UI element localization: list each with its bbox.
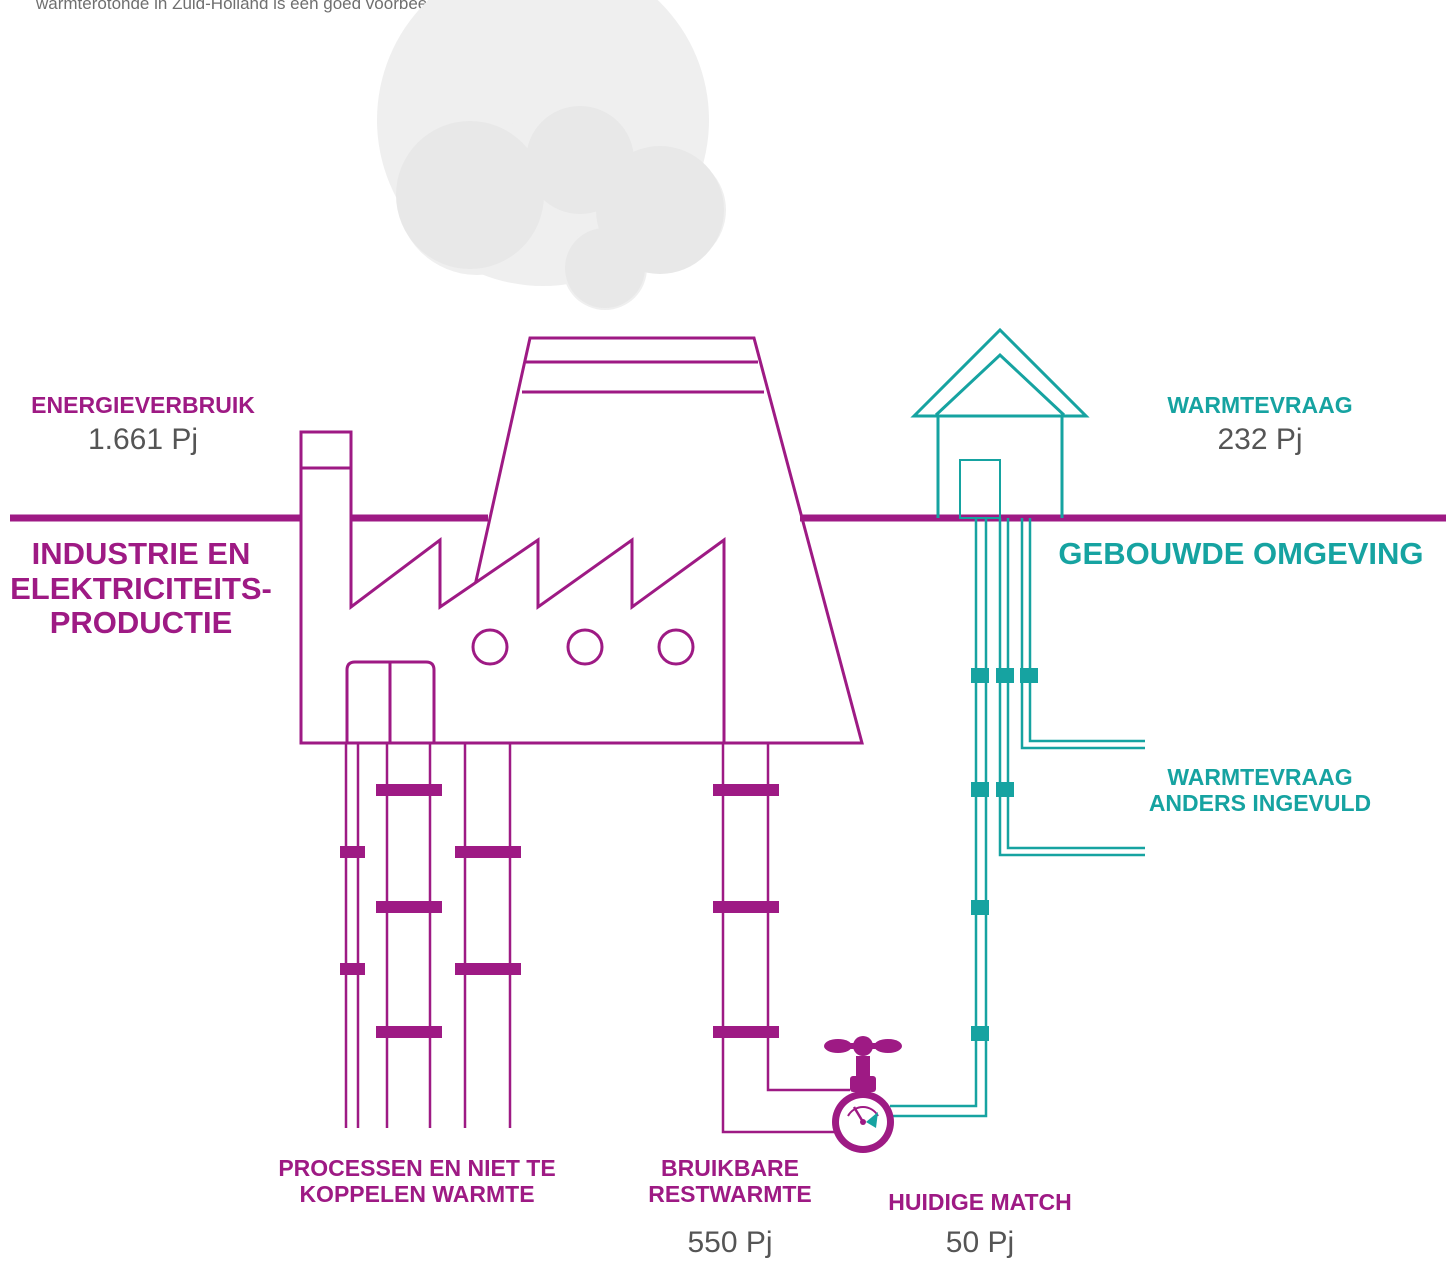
heat-demand-pipe-couplings	[971, 668, 1038, 1041]
processen-line-1: PROCESSEN EN NIET TE	[278, 1155, 556, 1181]
industrie-line-1: INDUSTRIE EN	[31, 536, 251, 571]
residual-heat-pipes	[721, 743, 850, 1134]
industrie-line-3: PRODUCTIE	[49, 605, 233, 641]
energieverbruik-label: ENERGIEVERBRUIK	[31, 392, 255, 418]
heat-demand-pipes	[886, 518, 1145, 1118]
energieverbruik-value: 1.661 Pj	[87, 423, 199, 456]
process-heat-pipes	[344, 743, 512, 1128]
residual-pipe-couplings	[713, 784, 779, 1038]
restwarmte-value: 550 Pj	[687, 1226, 773, 1259]
house-icon	[910, 327, 1090, 519]
restwarmte-line-1: BRUIKBARE	[661, 1155, 799, 1181]
warmtevraag-anders-line-2: ANDERS INGEVULD	[1148, 789, 1372, 816]
processen-label: PROCESSEN EN NIET TE KOPPELEN WARMTE	[252, 1155, 582, 1208]
valve-icon	[824, 1036, 902, 1092]
industrie-line-2: ELEKTRICITEITS-	[10, 570, 272, 606]
industrie-label: INDUSTRIE EN ELEKTRICITEITS- PRODUCTIE	[6, 536, 276, 641]
smoke-cloud-inner-icon	[396, 106, 724, 308]
factory-icon	[299, 430, 862, 745]
intro-text: warmterotonde in Zuid-Holland is een goe…	[36, 0, 489, 13]
pressure-gauge-icon	[832, 1091, 894, 1153]
warmtevraag-value: 232 Pj	[1217, 423, 1303, 456]
huidige-match-value: 50 Pj	[945, 1226, 1015, 1259]
gebouwde-omgeving-label: GEBOUWDE OMGEVING	[1058, 536, 1424, 571]
restwarmte-line-2: RESTWARMTE	[648, 1180, 812, 1207]
restwarmte-label: BRUIKBARE RESTWARMTE	[620, 1155, 840, 1208]
warmtevraag-anders-label: WARMTEVRAAG ANDERS INGEVULD	[1120, 764, 1400, 817]
warmtevraag-anders-line-1: WARMTEVRAAG	[1167, 764, 1353, 790]
processen-line-2: KOPPELEN WARMTE	[299, 1180, 535, 1207]
huidige-match-label: HUIDIGE MATCH	[888, 1189, 1072, 1215]
process-pipe-couplings	[340, 784, 521, 1038]
warmtevraag-label: WARMTEVRAAG	[1167, 392, 1353, 418]
